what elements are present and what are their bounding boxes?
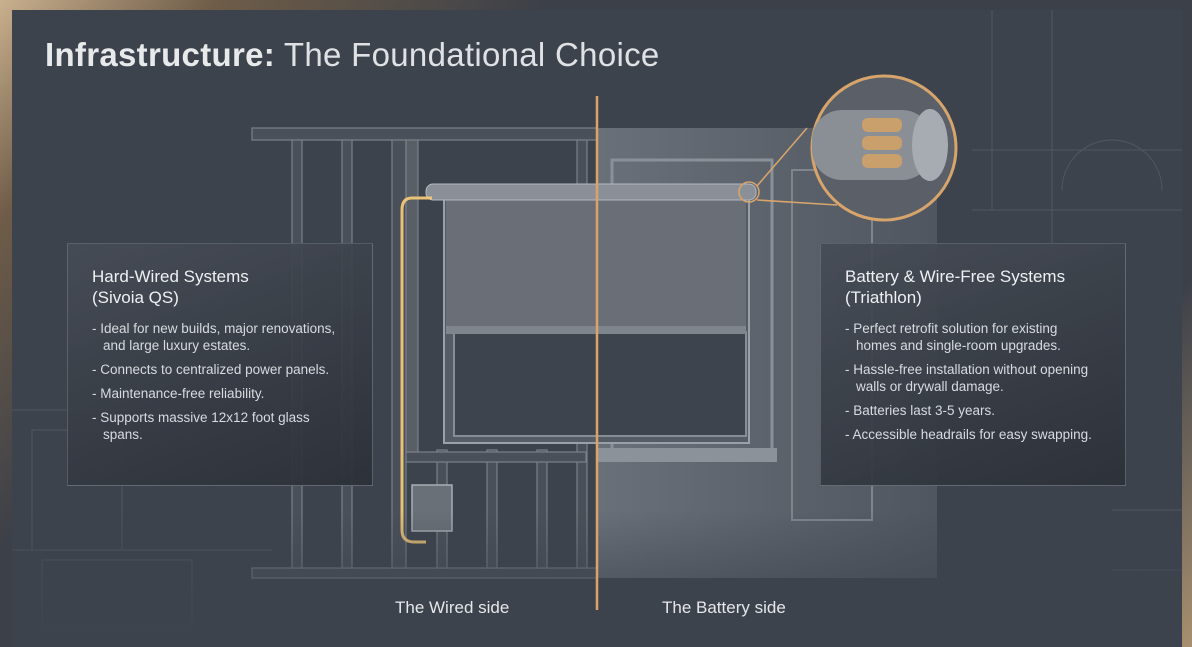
headrail xyxy=(425,181,760,203)
page-title: Infrastructure: The Foundational Choice xyxy=(45,36,660,74)
list-item: - Connects to centralized power panels. xyxy=(92,362,330,377)
list-item: - Batteries last 3-5 years. xyxy=(845,403,996,418)
wired-panel-heading: Hard-Wired Systems (Sivoia QS) xyxy=(92,266,348,308)
battery-info-panel: Battery & Wire-Free Systems (Triathlon) … xyxy=(820,243,1126,486)
battery-feature-list: - Perfect retrofit solution for existing… xyxy=(845,320,1101,443)
wired-info-panel: Hard-Wired Systems (Sivoia QS) - Ideal f… xyxy=(67,243,373,486)
list-item: - Accessible headrails for easy swapping… xyxy=(845,427,1092,442)
battery-side-caption: The Battery side xyxy=(662,598,786,617)
list-item: - Ideal for new builds, major renovation… xyxy=(92,321,336,353)
list-item: - Hassle-free installation without openi… xyxy=(845,362,1089,394)
title-bold: Infrastructure: xyxy=(45,36,276,73)
window-illustration xyxy=(12,10,1182,647)
battery-magnifier xyxy=(756,74,958,222)
wired-feature-list: - Ideal for new builds, major renovation… xyxy=(92,320,348,443)
title-rest: The Foundational Choice xyxy=(283,36,660,73)
wired-heading-line2: (Sivoia QS) xyxy=(92,288,179,307)
slide: Infrastructure: The Foundational Choice … xyxy=(12,10,1182,647)
list-item: - Perfect retrofit solution for existing… xyxy=(845,321,1061,353)
battery-heading-line2: (Triathlon) xyxy=(845,288,922,307)
battery-panel-heading: Battery & Wire-Free Systems (Triathlon) xyxy=(845,266,1101,308)
list-item: - Supports massive 12x12 foot glass span… xyxy=(92,410,310,442)
wired-side-caption: The Wired side xyxy=(395,598,510,617)
battery-heading-line1: Battery & Wire-Free Systems xyxy=(845,267,1066,286)
list-item: - Maintenance-free reliability. xyxy=(92,386,265,401)
wired-heading-line1: Hard-Wired Systems xyxy=(92,267,249,286)
